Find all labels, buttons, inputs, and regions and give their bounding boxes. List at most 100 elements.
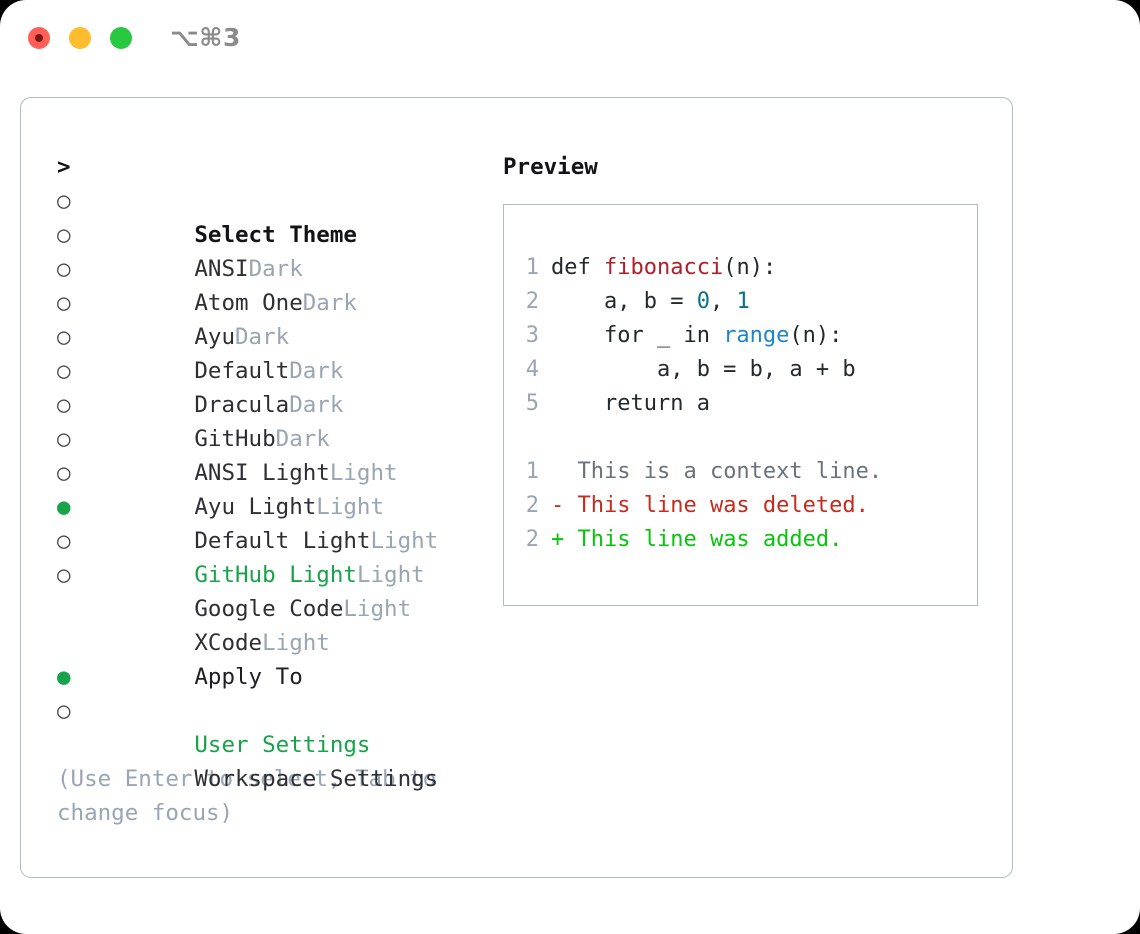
diff-sign xyxy=(551,455,564,489)
radio-icon: ○ xyxy=(57,528,71,554)
theme-option-atom-one[interactable]: ○ Atom OneDark xyxy=(39,218,499,316)
line-number: 5 xyxy=(525,391,539,416)
diff-sign: - xyxy=(551,493,565,518)
diff-content: This is a context line. xyxy=(564,459,883,484)
code-line: 3 for _ in range(n): xyxy=(504,319,977,353)
radio-icon: ○ xyxy=(57,698,71,724)
theme-label: ANSI xyxy=(194,256,249,282)
radio-icon: ○ xyxy=(57,460,71,486)
apply-to-header: Apply To xyxy=(39,626,499,690)
caret-icon: > xyxy=(57,154,71,180)
select-theme-title: Select Theme xyxy=(194,222,357,248)
code-line: 5 return a xyxy=(504,387,977,421)
code-token: range xyxy=(723,323,790,348)
theme-tag: Light xyxy=(356,562,425,588)
code-line: 1 def fibonacci(n): xyxy=(504,251,977,285)
code-token: , xyxy=(709,289,737,314)
maximize-window-button[interactable] xyxy=(110,27,132,49)
apply-to-label: Workspace Settings xyxy=(194,766,439,792)
preview-code-box: 1 def fibonacci(n): 2 a, b = 0, 1 3 for … xyxy=(503,204,978,606)
theme-tag: Dark xyxy=(275,426,330,452)
code-token: for _ in xyxy=(551,323,724,348)
radio-icon: ○ xyxy=(57,562,71,588)
diff-content: This line was deleted. xyxy=(564,493,869,518)
theme-option-ansi[interactable]: ○ ANSIDark xyxy=(39,184,499,282)
line-number: 3 xyxy=(525,323,539,348)
theme-label: Ayu Light xyxy=(194,494,317,520)
radio-selected-icon: ● xyxy=(57,664,71,690)
code-blank-line xyxy=(504,421,977,455)
theme-option-ansi-light[interactable]: ○ ANSI LightLight xyxy=(39,388,499,486)
theme-label: Google Code xyxy=(194,596,344,622)
radio-icon: ○ xyxy=(57,222,71,248)
line-number: 1 xyxy=(525,459,539,484)
theme-tag: Dark xyxy=(235,324,290,350)
radio-icon: ○ xyxy=(57,290,71,316)
radio-icon: ○ xyxy=(57,392,71,418)
radio-icon: ○ xyxy=(57,256,71,282)
theme-option-default[interactable]: ○ DefaultDark xyxy=(39,286,499,384)
diff-line-deleted: 2 - This line was deleted. xyxy=(504,489,977,523)
theme-option-ayu-light[interactable]: ○ Ayu LightLight xyxy=(39,422,499,520)
keyboard-hint-text: (Use Enter to select, Tab to change focu… xyxy=(57,766,437,826)
theme-tag: Dark xyxy=(289,392,344,418)
theme-tag: Dark xyxy=(302,290,357,316)
radio-icon: ○ xyxy=(57,324,71,350)
diff-sign: + xyxy=(551,527,565,552)
code-content: a, b = b, a + b xyxy=(551,353,856,387)
code-content: def fibonacci(n): xyxy=(551,251,776,285)
theme-label: Ayu xyxy=(194,324,236,350)
theme-label: GitHub xyxy=(194,426,276,452)
apply-to-option-user-settings[interactable]: ● User Settings xyxy=(39,660,499,758)
code-token: return a xyxy=(551,391,710,416)
theme-label: Default Light xyxy=(194,528,371,554)
theme-tag: Dark xyxy=(289,358,344,384)
code-token: a, b = b, a + b xyxy=(551,357,856,382)
theme-option-ayu[interactable]: ○ AyuDark xyxy=(39,252,499,350)
line-number: 4 xyxy=(525,357,539,382)
theme-tag: Light xyxy=(316,494,385,520)
diff-content: This line was added. xyxy=(564,527,843,552)
theme-option-dracula[interactable]: ○ DraculaDark xyxy=(39,320,499,418)
apply-to-option-workspace-settings[interactable]: ○ Workspace Settings xyxy=(39,694,499,792)
code-token: (n): xyxy=(789,323,843,348)
theme-option-github-light[interactable]: ● GitHub LightLight xyxy=(39,490,499,588)
theme-option-google-code[interactable]: ○ Google CodeLight xyxy=(39,524,499,622)
radio-icon: ○ xyxy=(57,358,71,384)
theme-tag: Light xyxy=(343,596,412,622)
code-line: 4 a, b = b, a + b xyxy=(504,353,977,387)
apply-to-title: Apply To xyxy=(194,664,303,690)
code-token: 1 xyxy=(736,289,750,314)
theme-option-github[interactable]: ○ GitHubDark xyxy=(39,354,499,452)
theme-label: Atom One xyxy=(194,290,303,316)
apply-to-label: User Settings xyxy=(194,732,371,758)
code-token: 0 xyxy=(696,289,710,314)
line-number: 2 xyxy=(525,289,539,314)
theme-label: XCode xyxy=(194,630,263,656)
preview-title: Preview xyxy=(503,154,598,180)
theme-option-default-light[interactable]: ○ Default LightLight xyxy=(39,456,499,554)
radio-icon: ○ xyxy=(57,426,71,452)
line-number: 2 xyxy=(525,527,539,552)
preview-column: Preview 1 def fibonacci(n): 2 a, b = 0, … xyxy=(501,150,1001,606)
theme-picker-column: > Select Theme ○ ANSIDark ○ Atom OneDark… xyxy=(39,150,499,830)
theme-label: Dracula xyxy=(194,392,290,418)
code-token: (n): xyxy=(723,255,777,280)
code-token: fibonacci xyxy=(603,255,724,280)
theme-label: GitHub Light xyxy=(194,562,357,588)
code-content: a, b = 0, 1 xyxy=(551,285,750,319)
theme-option-xcode[interactable]: ○ XCode Light xyxy=(39,558,499,656)
code-content: for _ in range(n): xyxy=(551,319,842,353)
close-window-button[interactable] xyxy=(28,27,50,49)
code-token: def xyxy=(551,255,604,280)
theme-tag: Light xyxy=(370,528,439,554)
theme-label: Default xyxy=(194,358,290,384)
code-token: a, b = xyxy=(551,289,697,314)
theme-tag: Dark xyxy=(248,256,303,282)
radio-selected-icon: ● xyxy=(57,494,71,520)
minimize-window-button[interactable] xyxy=(69,27,91,49)
title-bar: ⌥⌘3 xyxy=(0,0,1140,76)
theme-label: ANSI Light xyxy=(194,460,330,486)
theme-tag: Light xyxy=(329,460,398,486)
